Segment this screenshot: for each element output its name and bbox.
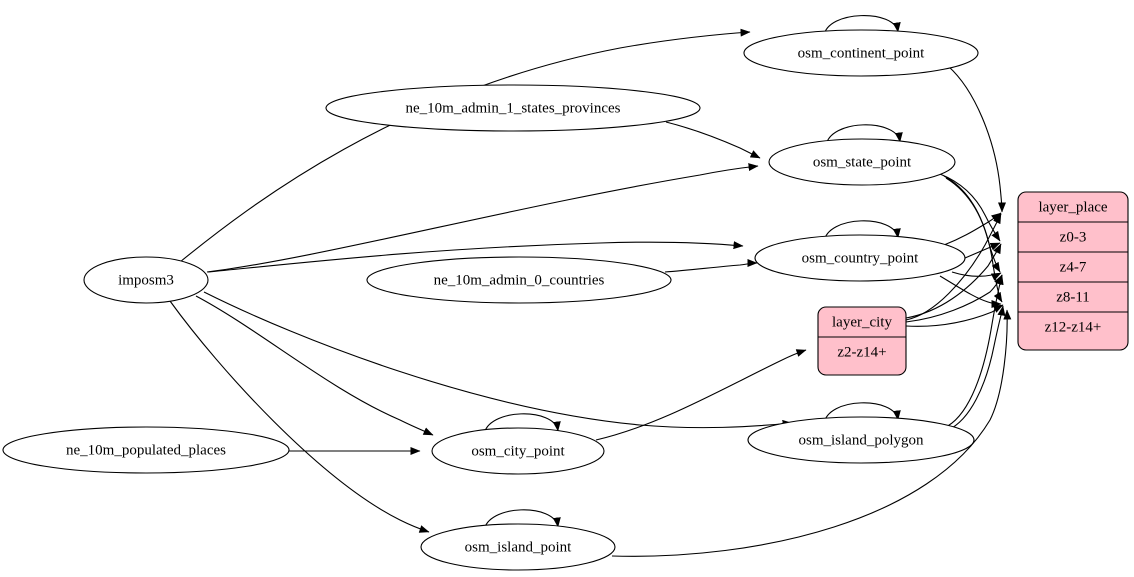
node-osm-city-point[interactable]: osm_city_point [431, 427, 605, 475]
edge-imposm3-to-osm-state-point [206, 163, 759, 273]
edge-self-loop-osm-state-point [825, 124, 903, 147]
node-label-ne-countries: ne_10m_admin_0_countries [434, 272, 605, 288]
edge-osm-country-point-to-layer-place-z8-11 [951, 271, 1002, 281]
edge-layer-city-to-layer-place-z12-z14 [905, 304, 1004, 327]
node-osm-island-polygon[interactable]: osm_island_polygon [747, 416, 975, 464]
edge-imposm3-to-osm-island-polygon [203, 291, 793, 429]
edge-imposm3-to-osm-continent-point [179, 28, 751, 263]
node-label-osm-city-point: osm_city_point [471, 443, 565, 459]
node-osm-island-point[interactable]: osm_island_point [420, 523, 616, 571]
node-label-osm-island-point: osm_island_point [465, 539, 573, 555]
edge-osm-island-point-to-layer-place-z12-z14 [611, 309, 1012, 557]
node-osm-state-point[interactable]: osm_state_point [768, 138, 956, 186]
edge-layer [169, 15, 1012, 557]
node-ne-10m-admin-0-countries[interactable]: ne_10m_admin_0_countries [366, 256, 672, 304]
node-layer: imposm3 ne_10m_admin_1_states_provinces … [2, 29, 979, 571]
edge-ne-countries-to-osm-country-point [664, 259, 758, 273]
node-label-imposm3: imposm3 [118, 272, 174, 288]
node-ne-10m-admin-1-states-provinces[interactable]: ne_10m_admin_1_states_provinces [325, 84, 701, 132]
edge-self-loop-osm-island-polygon [823, 402, 901, 425]
node-label-osm-island-polygon: osm_island_polygon [798, 432, 924, 448]
record-layer: layer_place z0-3 z4-7 z8-11 z12-z14+ lay… [817, 191, 1129, 376]
node-label-osm-country-point: osm_country_point [802, 250, 919, 266]
node-label-osm-state-point: osm_state_point [813, 154, 912, 170]
edge-osm-island-polygon-to-layer-place-z12-z14 [947, 305, 1006, 431]
node-layer-place[interactable]: layer_place z0-3 z4-7 z8-11 z12-z14+ [1017, 191, 1129, 351]
edge-osm-state-point-to-layer-place-z4-7 [939, 173, 1001, 242]
edge-layer-city-to-layer-place-z4-7 [905, 243, 1002, 319]
record-row-layer-place-z0-3[interactable]: z0-3 [1060, 229, 1087, 245]
edge-osm-city-point-to-layer-city-z2-z14 [595, 349, 807, 441]
edge-imposm3-to-osm-city-point [195, 295, 434, 436]
node-osm-continent-point[interactable]: osm_continent_point [743, 29, 979, 77]
record-title-layer-place: layer_place [1038, 199, 1107, 215]
edge-ne-states-to-osm-state-point [665, 121, 761, 159]
edge-osm-island-polygon-to-layer-place-z8-11 [943, 274, 1004, 429]
edge-self-loop-osm-island-point [483, 509, 561, 532]
node-imposm3[interactable]: imposm3 [83, 256, 209, 304]
node-label-osm-continent-point: osm_continent_point [798, 45, 925, 61]
node-label-ne-places: ne_10m_populated_places [66, 442, 226, 458]
edge-imposm3-to-osm-country-point [207, 241, 744, 273]
edge-self-loop-osm-country-point [823, 220, 901, 243]
node-layer-city[interactable]: layer_city z2-z14+ [817, 306, 907, 376]
edge-self-loop-osm-continent-point [823, 15, 901, 37]
edge-layer-city-to-layer-place-z0-3 [905, 213, 1002, 321]
record-row-layer-city-z2-z14[interactable]: z2-z14+ [837, 344, 886, 360]
edge-imposm3-to-osm-island-point [169, 300, 430, 533]
record-row-layer-place-z4-7[interactable]: z4-7 [1060, 259, 1087, 275]
node-label-ne-states: ne_10m_admin_1_states_provinces [406, 100, 621, 116]
edge-self-loop-osm-city-point [483, 413, 561, 436]
node-ne-10m-populated-places[interactable]: ne_10m_populated_places [2, 426, 290, 474]
edge-osm-state-point-to-layer-place-z12-z14 [945, 177, 1003, 303]
edge-osm-continent-point-to-layer-place-z0-3 [947, 65, 1006, 213]
node-osm-country-point[interactable]: osm_country_point [754, 234, 966, 282]
record-title-layer-city: layer_city [832, 314, 892, 330]
record-row-layer-place-z8-11[interactable]: z8-11 [1056, 289, 1090, 305]
record-row-layer-place-z12-z14[interactable]: z12-z14+ [1045, 319, 1102, 335]
